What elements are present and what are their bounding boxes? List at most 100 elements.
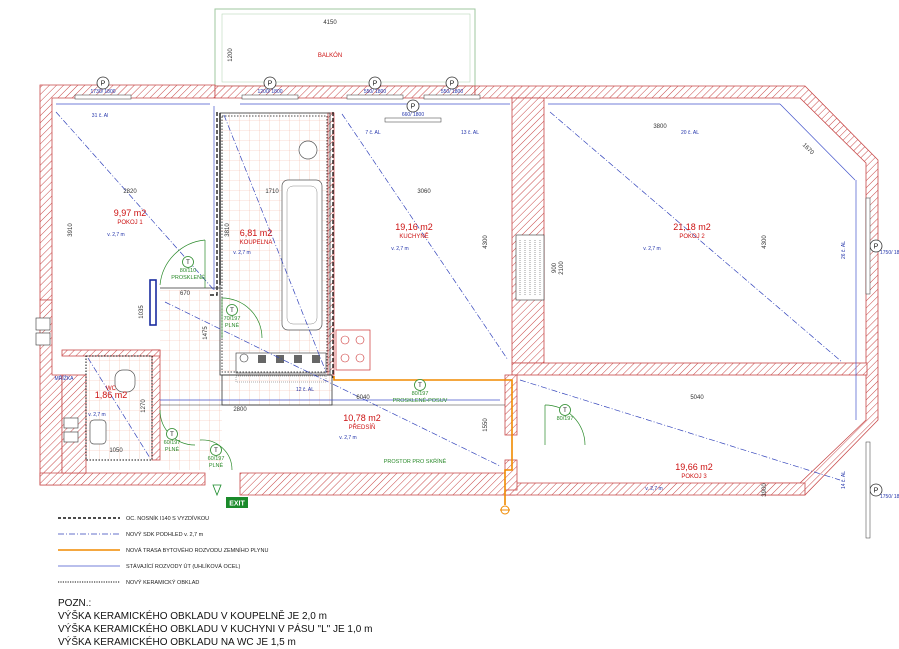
radiator-5: 26 č. AL (841, 241, 847, 259)
door-size: 60/197 (208, 456, 225, 462)
window-marker-letter: P (450, 81, 455, 88)
door-tag-pokoj3: T80/197 (557, 404, 573, 422)
room-height: v. 2,7 m (88, 412, 105, 418)
legend-text: NOVÁ TRASA BYTOVÉHO ROZVODU ZEMNÍHO PLYN… (126, 547, 268, 554)
door-marker-letter: T (418, 383, 422, 389)
mrizka-label: MŘÍŽKA (55, 374, 75, 382)
dim-900: 900 (552, 262, 558, 273)
dim-2100: 2100 (559, 261, 565, 275)
notes-title: POZN.: (58, 598, 92, 609)
room-name: KOUPELNA (240, 240, 273, 246)
exit-label: EXIT (229, 501, 245, 508)
vent-grille-1 (35, 317, 51, 331)
sdk-ceiling-lines (55, 111, 843, 481)
room-name: POKOJ 3 (681, 474, 707, 480)
room-name: POKOJ 1 (117, 220, 143, 226)
window-size: 1730/ 1800 (90, 89, 115, 95)
vent-grille-4 (63, 431, 79, 443)
radiator-7: 12 č. AL (296, 387, 314, 393)
dim-1050: 1050 (109, 448, 123, 454)
dim-3910: 3910 (68, 223, 74, 237)
interior-wall-kitchen-room2 (511, 97, 545, 364)
legend-item: NOVÝ SDK PODHLED v. 2,7 m (58, 531, 204, 538)
room-area: 9,97 m2 (114, 208, 147, 218)
door-size: 80/110 (180, 268, 196, 274)
door-marker-letter: T (170, 432, 174, 438)
balcony-inner (221, 13, 471, 83)
legend-item: NOVÝ KERAMICKÝ OBKLAD (58, 579, 199, 586)
interior-wall-room2-room3 (511, 362, 868, 376)
door-marker-letter: T (563, 408, 567, 414)
window-size: 660/ 1800 (402, 112, 424, 118)
column-blue (149, 279, 157, 326)
tile-predsin (160, 290, 222, 470)
room-height: v. 2,7 m (645, 486, 662, 492)
radiator-1: 31 č. Al (92, 113, 108, 119)
door-size: 60/197 (164, 440, 181, 446)
floor-drain (239, 353, 249, 363)
interior-wall-wc-right (151, 349, 161, 461)
window-size: 1200/ 1800 (257, 89, 282, 95)
door-size: 70/197 (224, 316, 241, 322)
door-size: 80/197 (412, 391, 429, 397)
radiator-3: 13 č. AL (461, 130, 479, 136)
tile-predsin-b (222, 375, 332, 405)
dim-2820: 2820 (123, 189, 137, 195)
dim-3060: 3060 (417, 189, 431, 195)
room-area: 1,86 m2 (95, 390, 128, 400)
window-size: 550/ 1800 (364, 89, 386, 95)
heating-pipes (56, 103, 857, 420)
dim-5040: 5040 (690, 395, 704, 401)
balcony-name: BALKÓN (318, 52, 342, 59)
room-name: WC (106, 386, 117, 392)
door-marker-letter: T (230, 308, 234, 314)
legend-item: STÁVAJÍCÍ ROZVODY ÚT (UHLÍKOVÁ OCEL) (58, 563, 240, 570)
vent-grille-2 (35, 332, 51, 346)
window-marker-letter: P (874, 488, 879, 495)
room-area: 10,78 m2 (343, 413, 381, 423)
legend-text: NOVÝ KERAMICKÝ OBKLAD (126, 579, 199, 586)
door-labels: T80/110PROSKLENÉT70/197PLNÉT80/197PROSKL… (164, 256, 573, 469)
steel-beam-bath (210, 112, 218, 296)
window-marker-letter: P (373, 81, 378, 88)
interior-wall-predsin-room3 (504, 459, 518, 491)
balcony-outline (214, 8, 476, 87)
kitchen-counter (515, 234, 545, 301)
window-marker-letter: P (101, 81, 106, 88)
exterior-wall-bottom-left (39, 472, 206, 486)
room-height: v. 2,7 m (339, 435, 356, 441)
door-swings (159, 239, 586, 471)
door-marker-letter: T (214, 448, 218, 454)
door-marker-letter: T (186, 260, 190, 266)
skrine-label: PROSTOR PRO SKŘÍNĚ (384, 457, 447, 465)
kitchen-cabinets (235, 352, 327, 383)
legend-text: STÁVAJÍCÍ ROZVODY ÚT (UHLÍKOVÁ OCEL) (126, 563, 240, 570)
radiator-6: 14 č. AL (841, 471, 847, 489)
dim-670: 670 (180, 291, 191, 297)
dim-6040: 6040 (356, 395, 370, 401)
note-line-1: VÝŠKA KERAMICKÉHO OBKLADU V KOUPELNĚ JE … (58, 611, 327, 622)
dim-balcony-width: 4150 (323, 20, 337, 26)
washbasin-wc (89, 419, 107, 445)
dim-2800: 2800 (233, 407, 247, 413)
bath-tiling (221, 115, 328, 373)
door-type: PLNÉ (209, 462, 224, 469)
room-area: 19,66 m2 (675, 462, 713, 472)
dim-1035: 1035 (139, 305, 145, 319)
